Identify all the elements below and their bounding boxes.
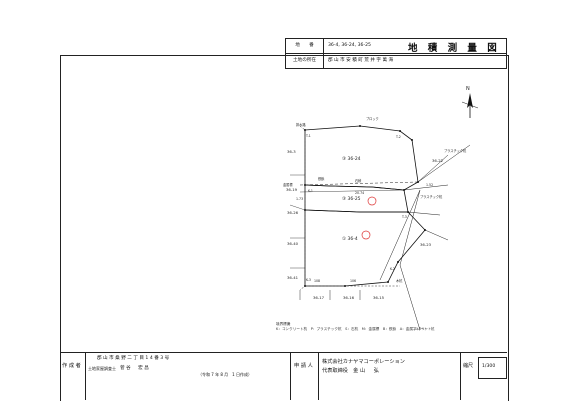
survey-label: K-1 <box>308 189 313 193</box>
parcel-label-36-24: ③ 36-24 <box>342 156 361 162</box>
neighbor-label: 36-41 <box>287 275 299 280</box>
document-title: 地 積 測 量 図 <box>408 43 501 54</box>
compass-label: N <box>466 86 470 92</box>
red-circle-marker <box>361 230 371 240</box>
red-circle-marker <box>367 196 377 206</box>
applicant-label: 申 請 人 <box>294 363 313 369</box>
header-row-location: 土地の所在 郡 山 市 安 積 町 荒 井 字 萬 海 <box>286 54 506 68</box>
neighbor-label: 36-22 <box>432 158 444 163</box>
author-address: 郡 山 市 桑 野 二 丁 目 1 4 番 3 号 <box>97 356 170 361</box>
survey-label: 108 <box>314 279 320 283</box>
lot-number-label: 地 番 <box>286 39 324 53</box>
author-label: 作 成 者 <box>62 363 81 369</box>
scale-value: 1/300 <box>482 364 496 369</box>
survey-label: T-3 <box>401 215 407 219</box>
parcel-label-36-25: ③ 36-25 <box>342 196 361 202</box>
neighbor-label: 36-19 <box>286 187 298 192</box>
survey-label: 金属標 <box>283 182 293 187</box>
map-frame <box>60 55 509 401</box>
footer-divider-v <box>85 352 86 400</box>
applicant-representative: 代表取締役 金 山 弘 <box>322 368 379 374</box>
author-qualification: 土地家屋調査士 <box>88 366 116 371</box>
survey-label: T-2 <box>395 135 401 139</box>
legend-title: 境界標識 <box>276 322 291 326</box>
lot-number-value: 36-4, 36-24, 36-25 <box>328 43 371 48</box>
neighbor-label: 36-26 <box>287 210 299 215</box>
survey-label: 排水路 <box>296 122 306 127</box>
neighbor-label: 36-40 <box>287 241 299 246</box>
survey-label: K-3 <box>306 278 311 282</box>
legend-text: K：コンクリート杭 P：プラスチック杭 S：石杭 M：金属標 B：鉄鋲 A：金属… <box>276 327 428 331</box>
survey-label: ブロック <box>366 116 379 121</box>
compass-icon: N <box>461 86 479 118</box>
survey-label: プラスチック杭 <box>444 148 467 153</box>
survey-label: 20.74 <box>355 191 364 195</box>
survey-label: プラスチック杭 <box>420 194 443 199</box>
author-name: 菅 谷 宏 昌 <box>120 366 149 371</box>
survey-label: T-1 <box>305 134 311 138</box>
survey-label: 木杭 <box>396 278 403 283</box>
neighbor-label: 36-23 <box>420 242 432 247</box>
parcel-label-36-4: ① 36-4 <box>342 236 358 242</box>
survey-label: K-2 <box>390 267 395 271</box>
neighbor-label: 36-15 <box>373 295 385 300</box>
location-value: 郡 山 市 安 積 町 荒 井 字 萬 海 <box>328 58 394 63</box>
neighbor-label: 36-17 <box>313 295 325 300</box>
footer-divider <box>60 352 507 353</box>
parcel-36-4-boundary <box>304 209 426 287</box>
creation-date: （令和 7 年 8 月 1 日作成） <box>198 372 252 377</box>
header-table: 地 番 36-4, 36-24, 36-25 土地の所在 郡 山 市 安 積 町… <box>285 38 507 69</box>
neighbor-label: 36-16 <box>343 295 355 300</box>
footer-divider-v <box>460 352 461 400</box>
survey-label: 鉄鋲 <box>318 176 325 181</box>
survey-label: 石積 <box>355 178 362 183</box>
survey-label: 1.52 <box>426 183 433 187</box>
neighbor-label: 36-3 <box>287 149 296 154</box>
survey-label: 1.73 <box>296 197 303 201</box>
location-label: 土地の所在 <box>286 54 324 68</box>
footer-divider-v <box>318 352 319 400</box>
footer-divider-v <box>290 352 291 400</box>
header-row-lot-number: 地 番 36-4, 36-24, 36-25 <box>286 39 506 54</box>
boundary-marker-legend: 境界標識 K：コンクリート杭 P：プラスチック杭 S：石杭 M：金属標 B：鉄鋲… <box>276 322 427 332</box>
survey-label: コンクリート杭 <box>412 326 435 331</box>
scale-box: 1/300 <box>478 357 507 379</box>
applicant-company: 株式会社カナヤマコーポレーション <box>322 359 405 365</box>
scale-label: 縮尺 <box>463 363 474 369</box>
survey-label: 106 <box>350 279 356 283</box>
